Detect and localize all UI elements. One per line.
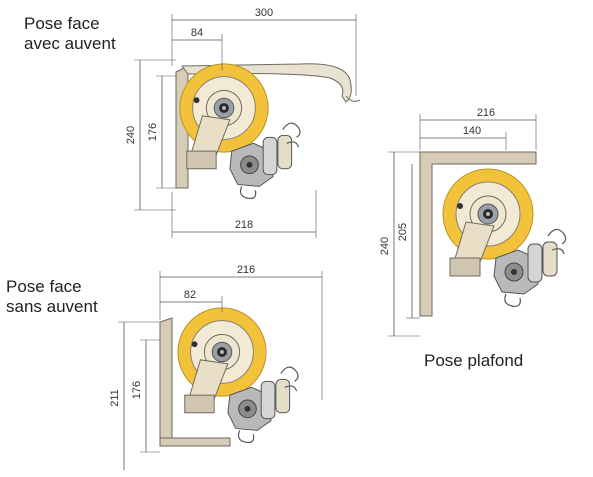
dim-plafond-205: 205 xyxy=(397,223,409,241)
label-plafond-text: Pose plafond xyxy=(424,351,524,370)
dim-plafond-140: 140 xyxy=(463,125,481,137)
dim-plafond-216: 216 xyxy=(477,107,495,119)
label-sans-line1: Pose face xyxy=(6,277,82,296)
dim-avec-240: 240 xyxy=(125,126,137,144)
label-avec-line2: avec auvent xyxy=(24,34,116,53)
dim-avec-300: 300 xyxy=(255,7,273,19)
dim-sans-216: 216 xyxy=(237,264,255,276)
label-avec-auvent: Pose face avec auvent xyxy=(24,14,116,54)
diagram-sans-auvent: 216 82 211 176 xyxy=(109,264,323,470)
dim-sans-82: 82 xyxy=(184,289,196,301)
dim-avec-218: 218 xyxy=(235,219,253,231)
label-sans-line2: sans auvent xyxy=(6,297,98,316)
dim-sans-211: 211 xyxy=(109,389,121,407)
dim-plafond-240: 240 xyxy=(379,237,391,255)
diagram-pose-plafond: 216 140 240 205 xyxy=(379,107,567,337)
label-sans-auvent: Pose face sans auvent xyxy=(6,277,98,317)
dim-avec-84: 84 xyxy=(191,27,203,39)
dim-sans-176: 176 xyxy=(131,381,143,399)
dim-avec-176: 176 xyxy=(147,123,159,141)
diagram-avec-auvent: 300 84 240 176 218 xyxy=(125,7,361,238)
label-avec-line1: Pose face xyxy=(24,14,100,33)
label-pose-plafond: Pose plafond xyxy=(424,351,523,371)
